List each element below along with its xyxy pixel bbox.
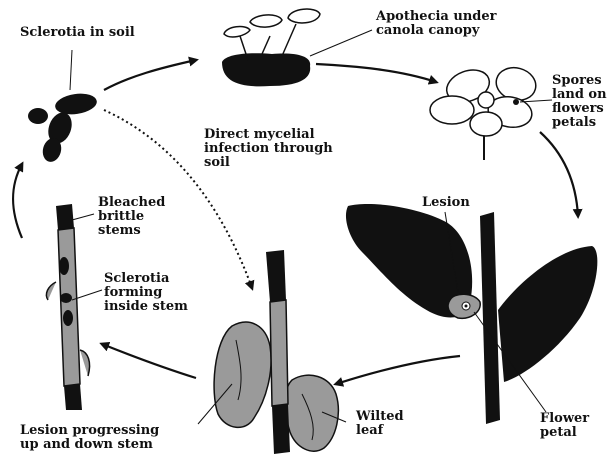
spore-dot <box>513 99 519 105</box>
arrow-plant-to-wilted <box>336 356 460 384</box>
flower-icon <box>430 63 539 136</box>
spores-pointer <box>520 100 552 102</box>
arrow-flower-to-plant <box>540 132 578 216</box>
sclerotia-pointer <box>70 50 72 90</box>
label-flower-petal: Flower petal <box>540 412 589 440</box>
label-apothecia: Apothecia under canola canopy <box>376 10 497 38</box>
apothecia-icon <box>222 9 320 86</box>
wilted-plant-icon <box>214 250 338 454</box>
arrow-bleached-to-soil <box>13 164 22 238</box>
label-spores: Spores land on flowers petals <box>552 74 607 130</box>
bleached-pointer <box>72 214 94 220</box>
arrow-soil-to-apothecia <box>104 60 196 90</box>
arrow-wilted-to-bleached <box>102 344 196 378</box>
bleached-stem-icon <box>46 204 89 410</box>
apothecia-pointer <box>310 30 372 56</box>
label-direct-infection: Direct mycelial infection through soil <box>204 128 333 170</box>
label-sclerotia-forming: Sclerotia forming inside stem <box>104 272 188 314</box>
label-lesion-progressing: Lesion progressing up and down stem <box>20 424 159 452</box>
label-lesion: Lesion <box>422 196 470 210</box>
sclerotia-icon <box>28 91 98 164</box>
label-sclerotia-in-soil: Sclerotia in soil <box>20 26 135 40</box>
label-bleached-stems: Bleached brittle stems <box>98 196 165 238</box>
arrow-apothecia-to-flower <box>316 64 436 82</box>
label-wilted-leaf: Wilted leaf <box>356 410 404 438</box>
